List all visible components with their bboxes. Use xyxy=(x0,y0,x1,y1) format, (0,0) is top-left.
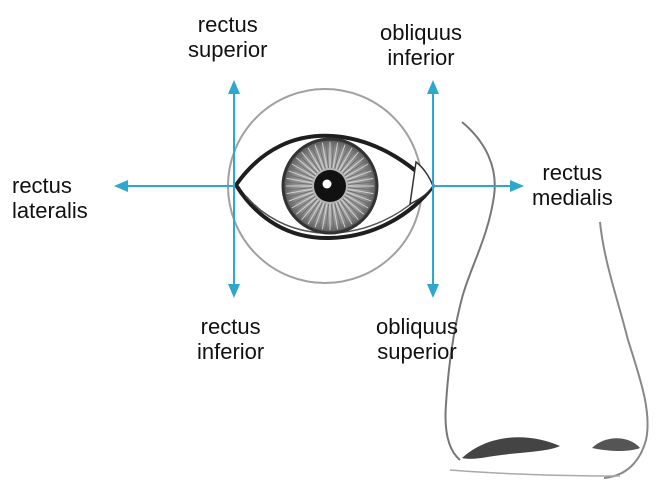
rectus-medialis-arrowhead xyxy=(510,180,524,192)
obliquus-superior-arrowhead xyxy=(427,284,439,298)
nose-bridge xyxy=(446,122,495,460)
label-line: rectus xyxy=(197,314,264,339)
label-line: superior xyxy=(376,339,458,364)
obliquus-inferior-arrowhead xyxy=(427,80,439,94)
label-line: obliquus xyxy=(380,20,462,45)
label-rectus-inferior: rectus inferior xyxy=(197,314,264,364)
label-line: obliquus xyxy=(376,314,458,339)
label-line: rectus xyxy=(532,160,613,185)
nose-base xyxy=(450,470,620,476)
label-line: inferior xyxy=(197,339,264,364)
rectus-inferior-arrowhead xyxy=(228,284,240,298)
nostril-left xyxy=(462,437,560,459)
label-rectus-lateralis: rectus lateralis xyxy=(12,173,88,223)
pupil-highlight xyxy=(323,180,332,189)
rectus-lateralis-arrowhead xyxy=(114,180,128,192)
label-line: lateralis xyxy=(12,198,88,223)
label-line: medialis xyxy=(532,185,613,210)
label-line: inferior xyxy=(380,45,462,70)
label-rectus-superior: rectus superior xyxy=(188,12,267,62)
label-rectus-medialis: rectus medialis xyxy=(532,160,613,210)
label-line: superior xyxy=(188,37,267,62)
rectus-superior-arrowhead xyxy=(228,80,240,94)
label-obliquus-superior: obliquus superior xyxy=(376,314,458,364)
label-obliquus-inferior: obliquus inferior xyxy=(380,20,462,70)
nostril-right xyxy=(592,438,640,451)
label-line: rectus xyxy=(12,173,88,198)
label-line: rectus xyxy=(188,12,267,37)
